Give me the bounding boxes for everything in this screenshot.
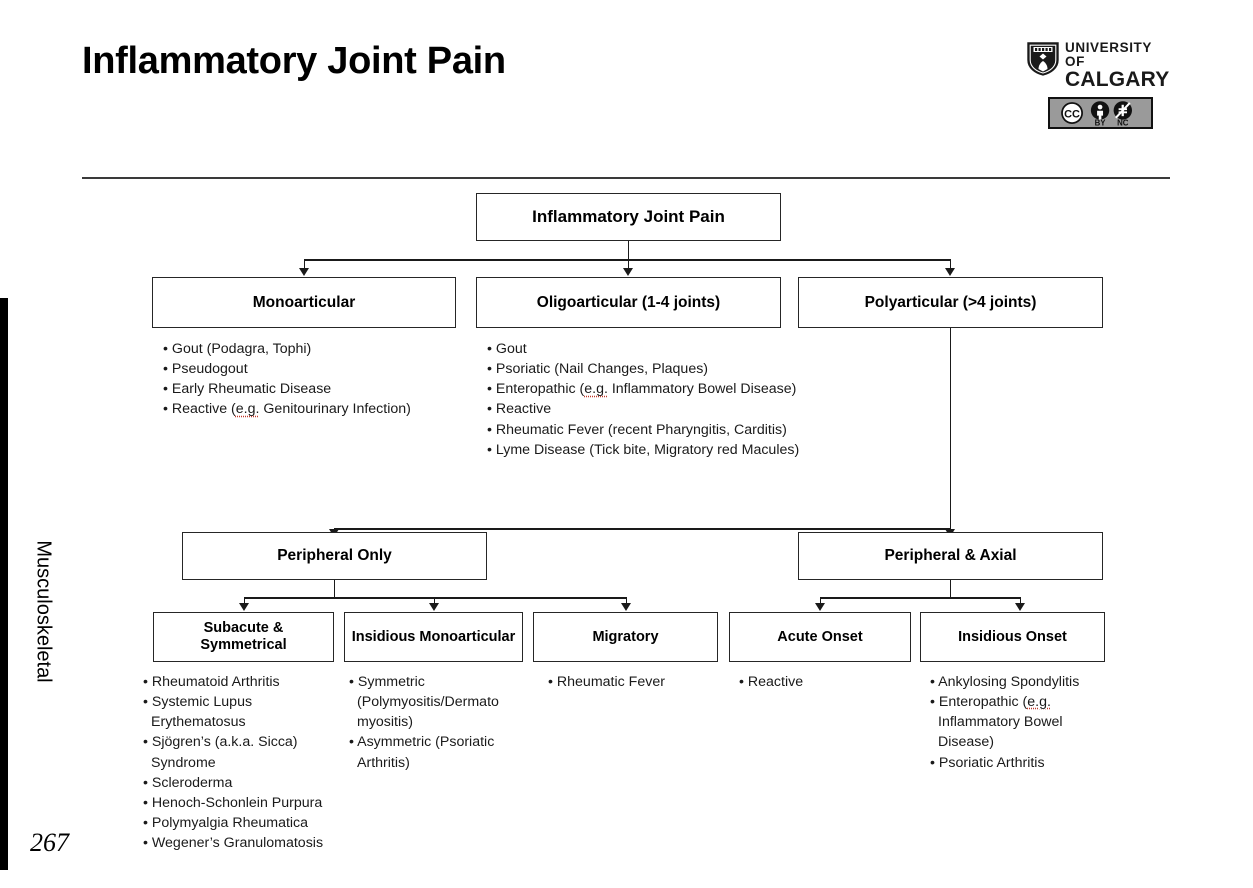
- list-item: • Lyme Disease (Tick bite, Migratory red…: [487, 441, 800, 458]
- edge-to-oligoarticular: [627, 259, 630, 270]
- list-item: • Symmetric (Polymyositis/Dermato myosit…: [349, 674, 499, 731]
- arrow-to-polyarticular: [945, 268, 955, 276]
- list-item: • Early Rheumatic Disease: [163, 381, 332, 398]
- list-item: • Rheumatic Fever: [548, 674, 665, 690]
- list-item: • Enteropathic (e.g. Inflammatory Bowel …: [487, 381, 797, 398]
- node-peripheral-only: Peripheral Only: [182, 532, 487, 580]
- edge-tier3-right-bus: [820, 597, 1020, 599]
- list-item: • Systemic Lupus Erythematosus: [143, 694, 253, 731]
- node-monoarticular: Monoarticular: [152, 277, 456, 328]
- list-oligoarticular: • Gout • Psoriatic (Nail Changes, Plaque…: [487, 339, 812, 460]
- university-shield-crest-icon: [1027, 42, 1059, 76]
- edge-peripheral-axial-stem: [949, 580, 952, 597]
- list-item: • Psoriatic (Nail Changes, Plaques): [487, 361, 709, 378]
- list-item: • Wegener’s Granulomatosis: [143, 835, 324, 852]
- page-title: Inflammatory Joint Pain: [82, 40, 506, 82]
- page-number: 267: [30, 828, 69, 857]
- edge-peripheral-only-stem: [333, 580, 336, 597]
- list-item: • Scleroderma: [143, 774, 233, 791]
- list-item: • Asymmetric (Psoriatic Arthritis): [349, 734, 495, 771]
- arrow-to-insidious-onset: [1015, 603, 1025, 611]
- node-peripheral-axial: Peripheral & Axial: [798, 532, 1103, 580]
- section-label: Musculoskeletal: [32, 540, 55, 683]
- university-logo: UNIVERSITY OF CALGARY: [1027, 41, 1173, 90]
- list-item: • Psoriatic Arthritis: [930, 754, 1045, 771]
- node-subacute-symmetrical: Subacute & Symmetrical: [153, 612, 334, 662]
- edge-to-insidious-mono: [433, 597, 436, 604]
- arrow-to-insidious-mono: [429, 603, 439, 611]
- node-insidious-onset: Insidious Onset: [920, 612, 1105, 662]
- edge-to-acute-onset: [819, 597, 822, 604]
- list-acute-onset: • Reactive: [739, 672, 904, 692]
- edge-to-subacute: [243, 597, 246, 604]
- university-wordmark: UNIVERSITY OF CALGARY: [1065, 41, 1173, 90]
- list-item: • Gout: [487, 341, 527, 357]
- arrow-to-monoarticular: [299, 268, 309, 276]
- list-item: • Ankylosing Spondylitis: [930, 674, 1080, 690]
- creative-commons-license-badge: CC BY NC: [1048, 97, 1153, 129]
- list-monoarticular: • Gout (Podagra, Tophi) • Pseudogout • E…: [163, 339, 463, 420]
- edge-to-monoarticular: [303, 259, 306, 270]
- header-divider: [82, 177, 1170, 179]
- arrow-to-acute-onset: [815, 603, 825, 611]
- svg-text:NC: NC: [1117, 118, 1129, 127]
- section-edge-bar: [0, 298, 8, 870]
- edge-to-insidious-onset: [1019, 597, 1022, 604]
- edge-to-migratory: [625, 597, 628, 604]
- list-item: • Enteropathic (e.g. Inflammatory Bowel …: [930, 694, 1063, 751]
- list-insidious-onset: • Ankylosing Spondylitis • Enteropathic …: [930, 672, 1100, 773]
- edge-to-polyarticular: [949, 259, 952, 270]
- edge-polyarticular-stem: [949, 328, 952, 528]
- list-item: • Reactive: [487, 401, 552, 418]
- edge-root-stem: [627, 241, 630, 259]
- list-item: • Henoch-Schonlein Purpura: [143, 794, 323, 811]
- list-item: • Gout (Podagra, Tophi): [163, 341, 312, 357]
- node-polyarticular: Polyarticular (>4 joints): [798, 277, 1103, 328]
- list-item: • Pseudogout: [163, 361, 248, 378]
- cc-by-nc-icon: CC BY NC: [1061, 101, 1132, 127]
- university-of-text: UNIVERSITY OF: [1065, 40, 1152, 69]
- svg-text:BY: BY: [1095, 118, 1107, 127]
- list-item: • Reactive: [739, 674, 804, 690]
- list-item: • Reactive (e.g. Genitourinary Infection…: [163, 401, 411, 418]
- list-item: • Polymyalgia Rheumatica: [143, 815, 309, 832]
- list-item: • Rheumatoid Arthritis: [143, 674, 280, 690]
- calgary-text: CALGARY: [1065, 68, 1170, 91]
- edge-tier2-bus: [334, 528, 951, 530]
- arrow-to-migratory: [621, 603, 631, 611]
- node-insidious-monoarticular: Insidious Monoarticular: [344, 612, 523, 662]
- arrow-to-subacute: [239, 603, 249, 611]
- list-insidious-monoarticular: • Symmetric (Polymyositis/Dermato myosit…: [349, 672, 514, 773]
- list-item: • Rheumatic Fever (recent Pharyngitis, C…: [487, 421, 787, 438]
- node-migratory: Migratory: [533, 612, 718, 662]
- list-item: • Sjögren’s (a.k.a. Sicca) Syndrome: [143, 734, 298, 771]
- list-migratory: • Rheumatic Fever: [548, 672, 713, 692]
- arrow-to-oligoarticular: [623, 268, 633, 276]
- node-oligoarticular: Oligoarticular (1-4 joints): [476, 277, 781, 328]
- node-root: Inflammatory Joint Pain: [476, 193, 781, 241]
- node-acute-onset: Acute Onset: [729, 612, 911, 662]
- svg-text:CC: CC: [1064, 109, 1080, 121]
- list-subacute-symmetrical: • Rheumatoid Arthritis • Systemic Lupus …: [143, 672, 343, 853]
